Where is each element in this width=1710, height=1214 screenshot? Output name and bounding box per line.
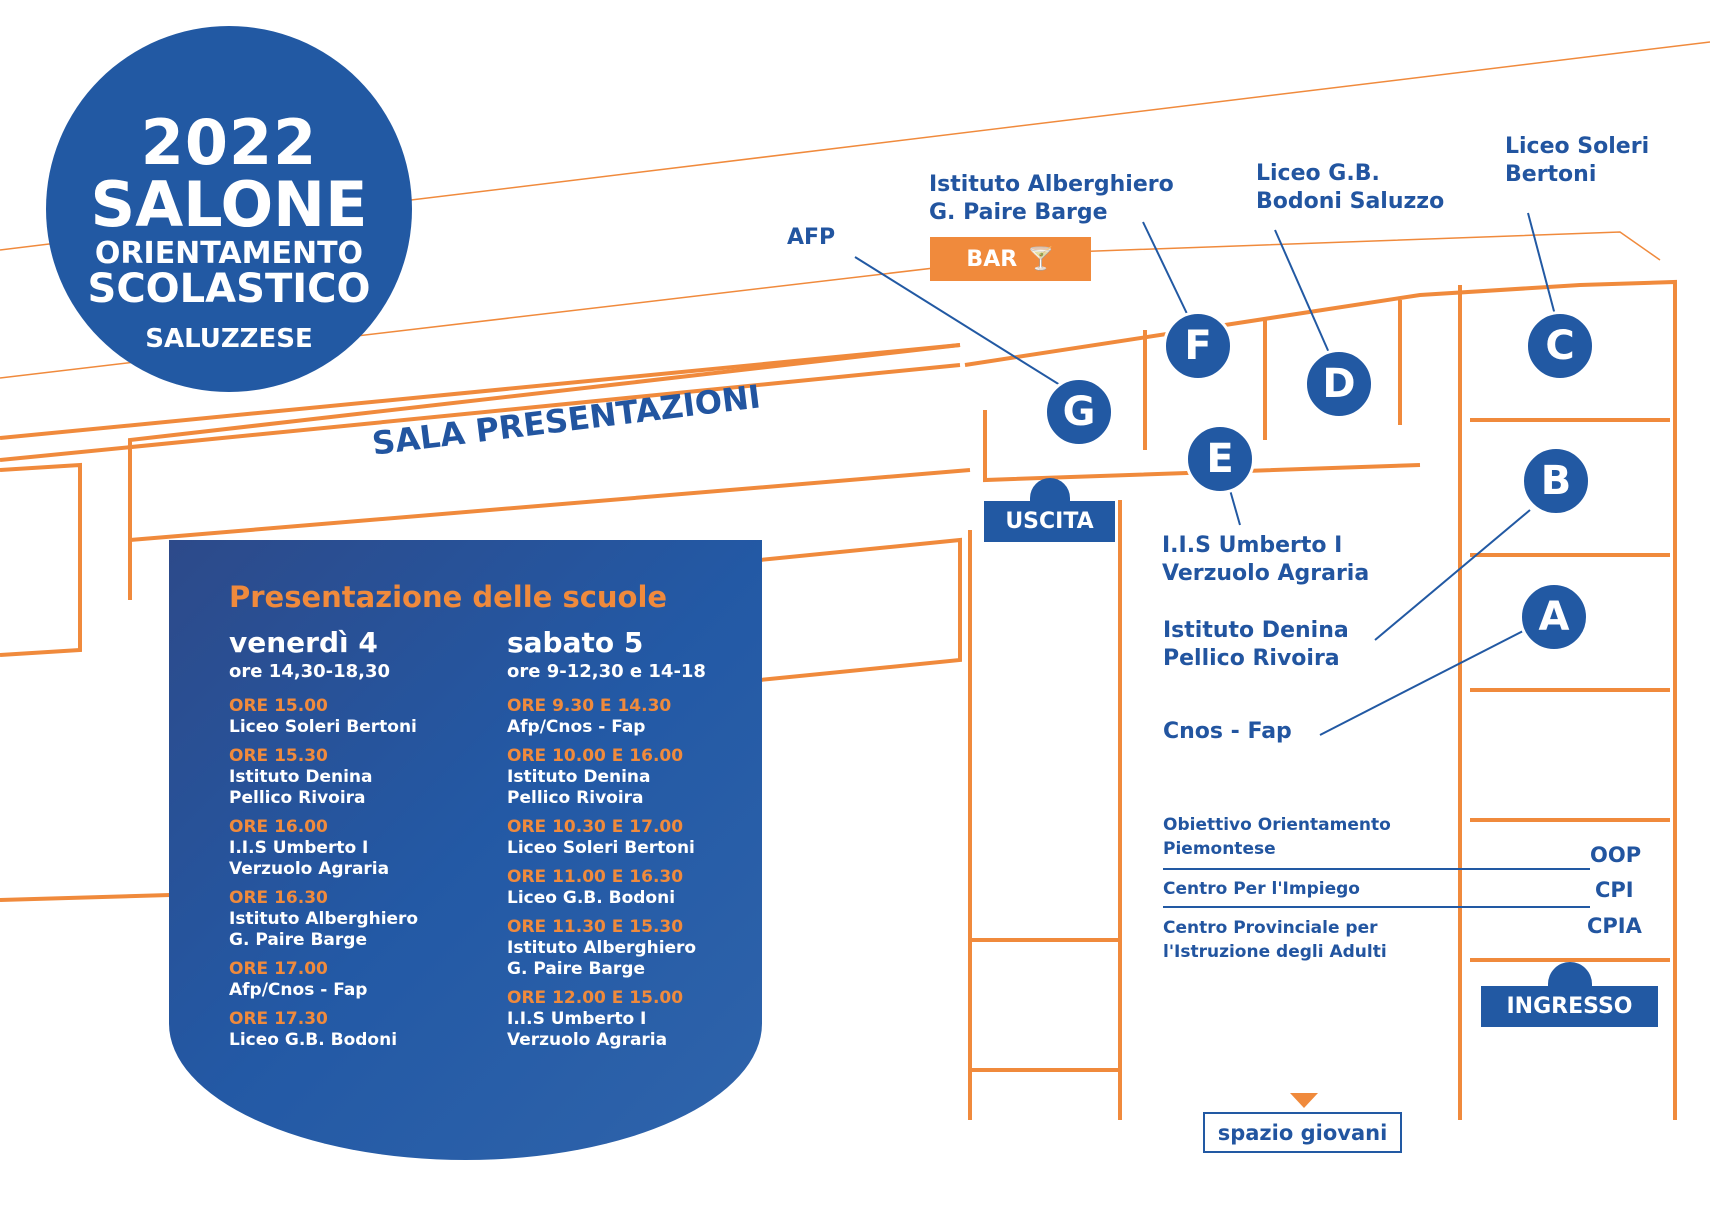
entry-time: ORE 11.00 E 16.30 bbox=[507, 867, 684, 887]
entry-school: Liceo Soleri Bertoni bbox=[507, 838, 695, 858]
entrance-marker: INGRESSO bbox=[1481, 986, 1658, 1027]
label-afp: AFP bbox=[787, 225, 836, 250]
stand-d[interactable]: D bbox=[1304, 349, 1374, 419]
entry-school: Istituto Alberghiero bbox=[507, 938, 697, 958]
entry-time: ORE 16.30 bbox=[229, 888, 328, 908]
entry-time: ORE 10.30 E 17.00 bbox=[507, 817, 684, 837]
code-oop: OOP bbox=[1590, 843, 1642, 867]
entry-school: Liceo G.B. Bodoni bbox=[229, 1030, 398, 1050]
legend-cpi: Centro Per l'Impiego bbox=[1163, 879, 1360, 899]
entry-time: ORE 17.00 bbox=[229, 959, 328, 979]
entry-school: Istituto Denina bbox=[229, 767, 373, 787]
entry-school: G. Paire Barge bbox=[507, 959, 645, 979]
logo-line2: ORIENTAMENTO bbox=[94, 236, 364, 271]
entry-school: Pellico Rivoira bbox=[507, 788, 644, 808]
bar-icon: 🍸 bbox=[1027, 246, 1055, 272]
entry-school: Istituto Denina bbox=[507, 767, 651, 787]
entry-time: ORE 12.00 E 15.00 bbox=[507, 988, 684, 1008]
entry-school: Afp/Cnos - Fap bbox=[507, 717, 646, 737]
code-cpia: CPIA bbox=[1587, 914, 1642, 938]
stand-c[interactable]: C bbox=[1525, 311, 1595, 381]
event-logo: 2022 SALONE ORIENTAMENTO SCOLASTICO SALU… bbox=[46, 26, 412, 392]
label-cnos: Cnos - Fap bbox=[1163, 719, 1292, 744]
entry-time: ORE 16.00 bbox=[229, 817, 328, 837]
entry-school: G. Paire Barge bbox=[229, 930, 367, 950]
logo-line3: SCOLASTICO bbox=[87, 266, 371, 312]
entry-school: I.I.S Umberto I bbox=[507, 1009, 647, 1029]
stand-a[interactable]: A bbox=[1519, 582, 1589, 652]
entry-school: I.I.S Umberto I bbox=[229, 838, 369, 858]
entry-school: Afp/Cnos - Fap bbox=[229, 980, 368, 1000]
entry-time: ORE 15.00 bbox=[229, 696, 328, 716]
entry-school: Liceo G.B. Bodoni bbox=[507, 888, 676, 908]
schedule-panel: Presentazione delle scuole venerdì 4 ore… bbox=[169, 540, 762, 1160]
bar-marker: BAR🍸 bbox=[930, 237, 1091, 281]
stand-g[interactable]: G bbox=[1044, 377, 1114, 447]
code-cpi: CPI bbox=[1595, 878, 1634, 902]
exit-marker: USCITA bbox=[984, 501, 1115, 542]
schedule-day-saturday: sabato 5 ore 9-12,30 e 14-18 ORE 9.30 E … bbox=[507, 626, 762, 1059]
entry-school: Verzuolo Agraria bbox=[507, 1030, 668, 1050]
entry-time: ORE 17.30 bbox=[229, 1009, 328, 1029]
stand-e[interactable]: E bbox=[1185, 424, 1255, 494]
entry-school: Pellico Rivoira bbox=[229, 788, 366, 808]
logo-line1: SALONE bbox=[90, 168, 368, 241]
schedule-title: Presentazione delle scuole bbox=[229, 580, 668, 614]
entry-time: ORE 11.30 E 15.30 bbox=[507, 917, 684, 937]
stand-f[interactable]: F bbox=[1163, 311, 1233, 381]
entry-school: Verzuolo Agraria bbox=[229, 859, 390, 879]
entry-school: Liceo Soleri Bertoni bbox=[229, 717, 417, 737]
stand-b[interactable]: B bbox=[1521, 446, 1591, 516]
youth-space-marker: spazio giovani bbox=[1203, 1112, 1402, 1153]
entry-time: ORE 15.30 bbox=[229, 746, 328, 766]
entry-time: ORE 10.00 E 16.00 bbox=[507, 746, 684, 766]
entry-school: Istituto Alberghiero bbox=[229, 909, 419, 929]
entry-time: ORE 9.30 E 14.30 bbox=[507, 696, 672, 716]
label-bodoni: Liceo G.B.Bodoni Saluzzo bbox=[1256, 161, 1445, 214]
logo-year: 2022 bbox=[140, 106, 318, 179]
logo-line4: SALUZZESE bbox=[145, 324, 313, 354]
youth-arrow-icon bbox=[1290, 1093, 1318, 1108]
